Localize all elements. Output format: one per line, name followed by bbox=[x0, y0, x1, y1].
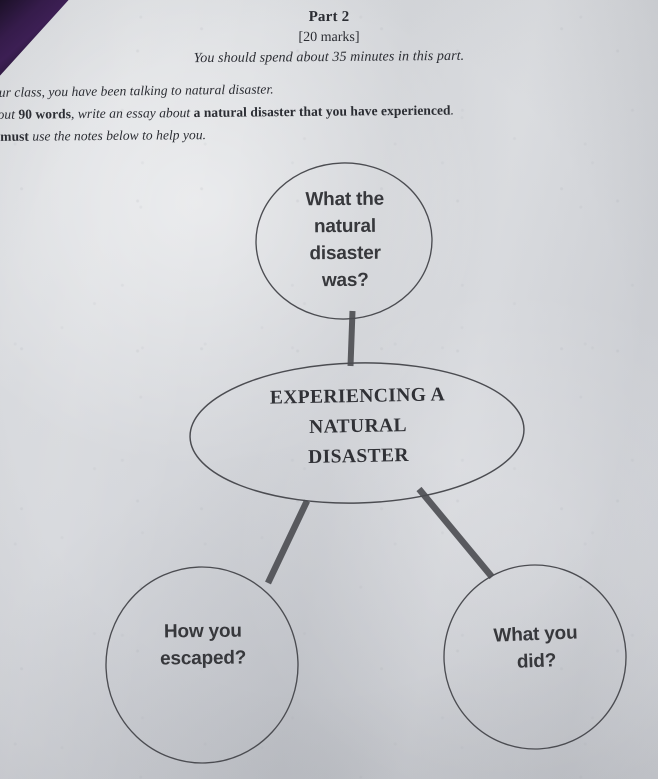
page-title: Part 2 bbox=[308, 9, 350, 25]
instruction-line-3: u must use the notes below to help you. bbox=[0, 121, 658, 147]
marks-label: [20 marks] bbox=[298, 30, 360, 45]
instruction-line-2-suffix: . bbox=[450, 102, 455, 118]
instruction-line-2: about 90 words, write an essay about a n… bbox=[0, 99, 658, 125]
worksheet-header: Part 2 [20 marks] You should spend about… bbox=[0, 0, 658, 147]
instruction-line-3-rest: use the notes below to help you. bbox=[28, 127, 207, 144]
instruction-line-3-bold-must: must bbox=[0, 128, 29, 144]
instruction-line-2-bold-words: 90 words bbox=[18, 106, 72, 122]
instruction-line-2-bold-topic: a natural disaster that you have experie… bbox=[193, 102, 451, 120]
instructions-block: your class, you have been talking to nat… bbox=[0, 81, 658, 147]
time-advice-text: You should spend about 35 minutes in thi… bbox=[193, 48, 465, 67]
instruction-line-2-prefix: about bbox=[0, 106, 16, 122]
header-centered-block: Part 2 [20 marks] You should spend about… bbox=[0, 9, 658, 66]
instruction-line-2-middle: , write an essay about bbox=[70, 104, 194, 122]
